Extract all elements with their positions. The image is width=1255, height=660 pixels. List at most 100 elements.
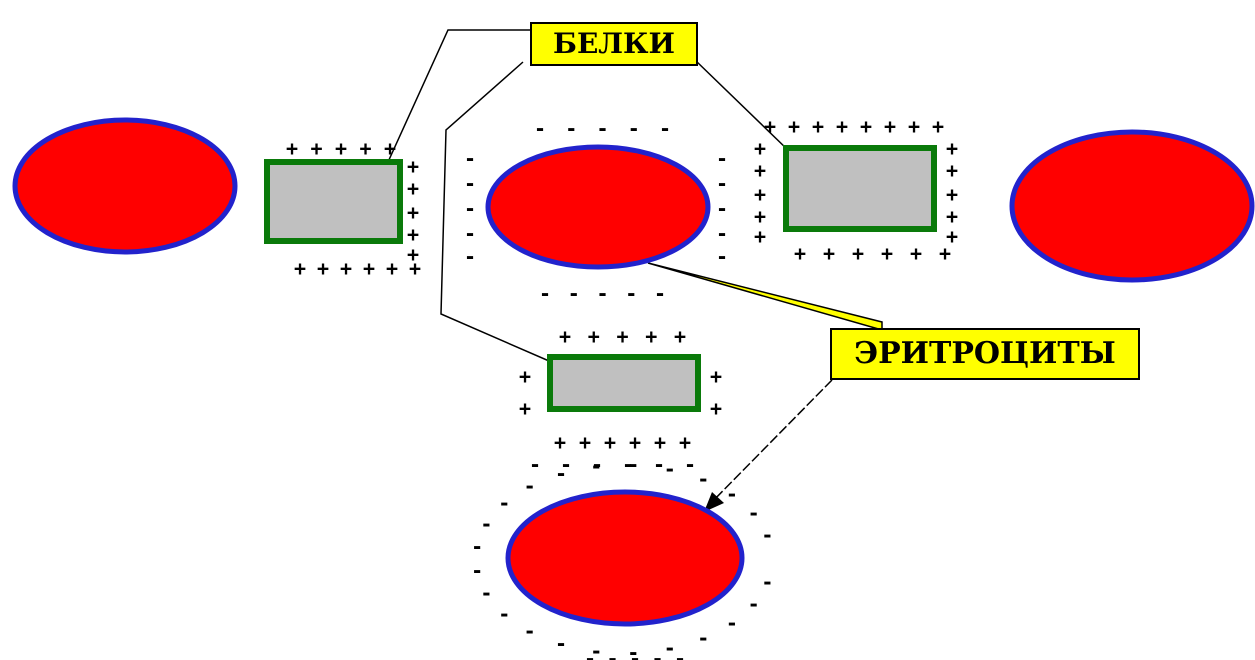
erythrocytes-leader-arrow [705,379,833,509]
protein-1-positive-charge: + [407,155,419,179]
erythrocyte-negative-charge: - [748,501,760,525]
proteins-label: БЕЛКИ [553,27,675,60]
protein-2-positive-charge: + [788,115,800,139]
protein-2-positive-charge: + [754,183,766,207]
erythrocyte-negative-charge: - [590,454,602,478]
protein-2-positive-charge: + [939,242,951,266]
protein-3-positive-charge: + [645,325,657,349]
erythrocyte-bottom [505,489,745,627]
protein-2-positive-charge: + [794,242,806,266]
erythrocyte-negative-charge: - [726,482,738,506]
protein-1-positive-charge: + [294,257,306,281]
protein-2-positive-charge: + [852,242,864,266]
erythrocyte-negative-charge: - [659,117,671,141]
erythrocyte-negative-charge: - [716,222,728,246]
erythrocyte-negative-charge: - [716,172,728,196]
protein-3-positive-charge: + [554,431,566,455]
protein-2-positive-charge: + [754,137,766,161]
erythrocyte-negative-charge: - [627,640,639,660]
erythrocytes-leader-arrowhead [704,492,724,512]
protein-1 [264,159,403,244]
protein-1-positive-charge: + [310,137,322,161]
erythrocyte-negative-charge: - [464,245,476,269]
protein-2-positive-charge: + [884,115,896,139]
protein-2-positive-charge: + [946,137,958,161]
erythrocyte-negative-charge: - [480,512,492,536]
erythrocyte-negative-charge: - [697,626,709,650]
protein-2 [783,145,937,232]
protein-1-positive-charge: + [335,137,347,161]
protein-1-positive-charge: + [407,243,419,267]
protein-3-positive-charge: + [710,397,722,421]
protein-1-positive-charge: + [359,137,371,161]
protein-2-positive-charge: + [754,225,766,249]
erythrocyte-negative-charge: - [629,647,641,660]
erythrocyte-negative-charge: - [622,453,634,477]
protein-1-positive-charge: + [340,257,352,281]
protein-3-positive-charge: + [588,325,600,349]
erythrocyte-negative-charge: - [596,117,608,141]
protein-1-positive-charge: + [317,257,329,281]
protein-1-positive-charge: + [384,137,396,161]
protein-2-positive-charge: + [932,115,944,139]
protein-2-positive-charge: + [910,242,922,266]
erythrocyte-negative-charge: - [471,558,483,582]
protein-3-positive-charge: + [616,325,628,349]
protein-1-positive-charge: + [409,257,421,281]
erythrocyte-negative-charge: - [761,570,773,594]
proteins-leader-2 [694,59,791,153]
protein-1-positive-charge: + [286,137,298,161]
protein-2-positive-charge: + [836,115,848,139]
protein-2-positive-charge: + [946,183,958,207]
erythrocyte-negative-charge: - [653,453,665,477]
erythrocyte-negative-charge: - [464,197,476,221]
erythrocytes-label: ЭРИТРОЦИТЫ [854,336,1116,371]
protein-2-positive-charge: + [764,115,776,139]
protein-2-positive-charge: + [946,159,958,183]
erythrocyte-negative-charge: - [498,602,510,626]
protein-3-positive-charge: + [519,365,531,389]
erythrocyte-negative-charge: - [748,592,760,616]
erythrocyte-negative-charge: - [651,647,663,660]
protein-3-positive-charge: + [579,431,591,455]
protein-2-positive-charge: + [860,115,872,139]
erythrocyte-right [1009,129,1255,283]
erythrocyte-negative-charge: - [628,117,640,141]
erythrocyte-negative-charge: - [471,535,483,559]
protein-3-positive-charge: + [604,431,616,455]
protein-3-positive-charge: + [654,431,666,455]
protein-1-positive-charge: + [386,257,398,281]
erythrocyte-negative-charge: - [697,467,709,491]
protein-3-positive-charge: + [674,325,686,349]
protein-2-positive-charge: + [946,205,958,229]
protein-2-positive-charge: + [812,115,824,139]
protein-3-positive-charge: + [519,397,531,421]
protein-2-positive-charge: + [908,115,920,139]
erythrocyte-negative-charge: - [480,581,492,605]
erythrocyte-negative-charge: - [627,453,639,477]
protein-1-positive-charge: + [407,177,419,201]
erythrocyte-negative-charge: - [534,117,546,141]
erythrocyte-center [485,144,711,270]
erythrocyte-negative-charge: - [716,147,728,171]
protein-1-positive-charge: + [363,257,375,281]
protein-3-positive-charge: + [679,431,691,455]
proteins-leader-3 [440,61,557,365]
shapes [12,117,1255,627]
erythrocyte-negative-charge: - [664,636,676,660]
protein-2-positive-charge: + [823,242,835,266]
protein-1-positive-charge: + [407,223,419,247]
proteins-callout: БЕЛКИ [530,22,698,66]
erythrocytes-callout: ЭРИТРОЦИТЫ [830,328,1140,380]
erythrocyte-negative-charge: - [568,282,580,306]
charge-signs: + + + + + + + + + + + + + + + + + + + + + + + + + + + + + + + + + + + + + + + +… [286,115,958,660]
protein-3-positive-charge: + [629,431,641,455]
erythrocyte-negative-charge: - [591,453,603,477]
protein-2-positive-charge: + [754,205,766,229]
erythrocyte-negative-charge: - [539,282,551,306]
protein-2-positive-charge: + [754,159,766,183]
proteins-leader-1 [382,29,530,174]
erythrocyte-negative-charge: - [464,147,476,171]
